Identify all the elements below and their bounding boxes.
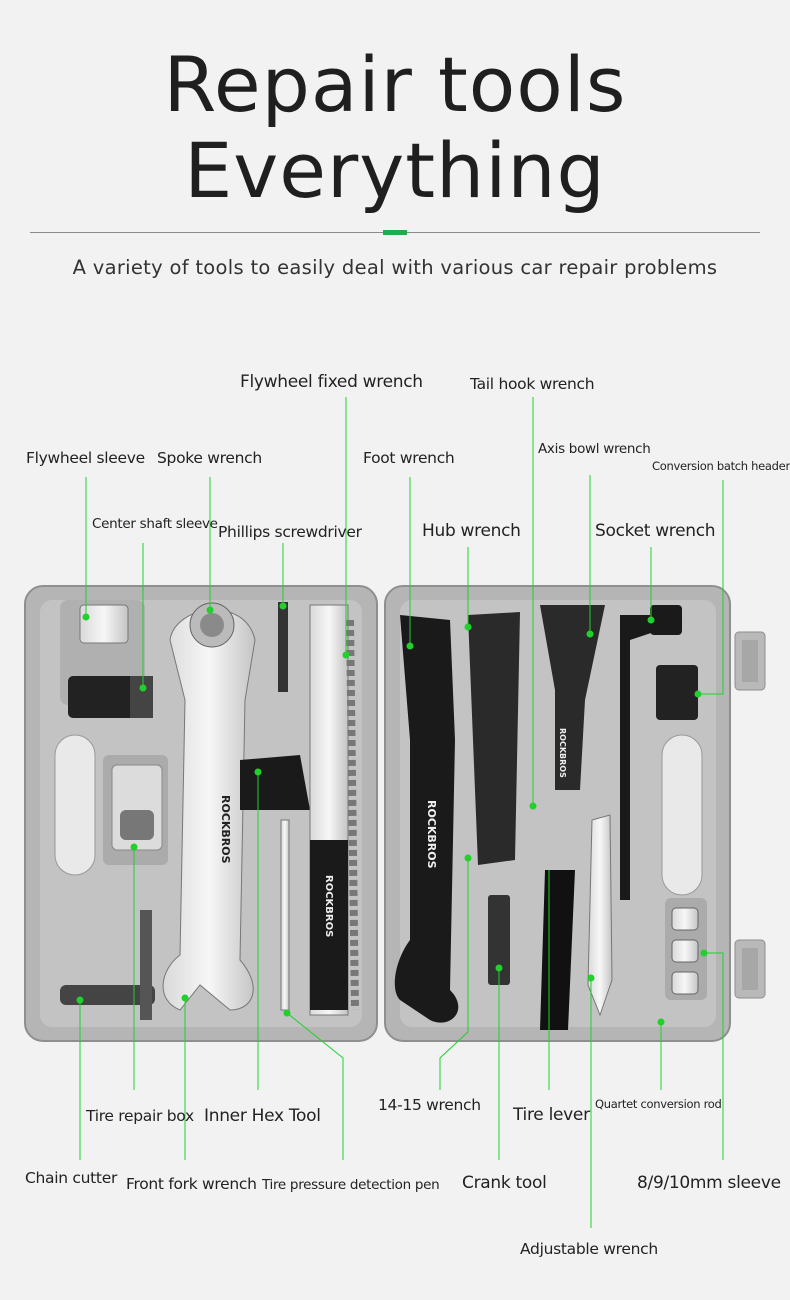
label-chain-cutter: Chain cutter: [25, 1169, 118, 1187]
case-handle-bottom: [734, 939, 766, 999]
label-conversion-batch-header: Conversion batch header: [652, 459, 790, 473]
pressure-pen-tool: [280, 819, 290, 1011]
label-phillips-screwdriver: Phillips screwdriver: [218, 523, 362, 541]
label-foot-wrench: Foot wrench: [363, 449, 455, 467]
chain-cutter-tool: [60, 910, 155, 1020]
big-spanner-tool: ROCKBROS: [162, 602, 256, 1011]
subtitle: A variety of tools to easily deal with v…: [72, 256, 718, 279]
conversion-bits-tool: [656, 665, 698, 720]
case-handle-top: [734, 631, 766, 691]
label-crank-tool: Crank tool: [462, 1173, 547, 1193]
brand-mark-2: ROCKBROS: [323, 875, 334, 937]
label-center-shaft-sleeve: Center shaft sleeve: [92, 516, 218, 532]
sleeves-tool: [671, 907, 699, 995]
pointer-dots: [76, 602, 708, 1026]
label-tire-repair-box: Tire repair box: [86, 1107, 194, 1125]
socket-wrench-tool: [620, 605, 682, 900]
hub-wrench-tool: [468, 612, 520, 865]
center-shaft-sleeve-tool: [68, 676, 153, 718]
axis-bowl-wrench-tool: ROCKBROS: [540, 605, 605, 790]
label-axis-bowl-wrench: Axis bowl wrench: [538, 441, 651, 457]
page-title-line1: Repair tools: [163, 40, 627, 129]
label-adjustable-wrench: Adjustable wrench: [520, 1240, 658, 1258]
flywheel-sleeve-tool: [79, 604, 129, 644]
page-title-line2: Everything: [184, 126, 606, 215]
label-8-9-10mm-sleeve: 8/9/10mm sleeve: [637, 1173, 781, 1193]
label-tire-pressure-detection-pen: Tire pressure detection pen: [262, 1177, 440, 1193]
label-tail-hook-wrench: Tail hook wrench: [470, 375, 595, 393]
label-tire-lever: Tire lever: [513, 1105, 590, 1125]
label-spoke-wrench: Spoke wrench: [157, 449, 262, 467]
tire-repair-box-tool: [111, 764, 163, 851]
label-inner-hex-tool: Inner Hex Tool: [204, 1106, 321, 1126]
pointer-lines: [79, 397, 724, 1228]
hex-keys-tool: [240, 755, 310, 810]
label-socket-wrench: Socket wrench: [595, 521, 716, 541]
chain-whip-tool: ROCKBROS: [309, 604, 359, 1016]
adjustable-wrench-tool: [587, 814, 613, 1017]
label-flywheel-fixed-wrench: Flywheel fixed wrench: [240, 372, 423, 392]
foot-wrench-tool: ROCKBROS: [394, 615, 459, 1023]
label-quartet-conversion-rod: Quartet conversion rod: [595, 1097, 722, 1111]
label-hub-wrench: Hub wrench: [422, 521, 521, 541]
label-front-fork-wrench: Front fork wrench: [126, 1175, 257, 1193]
label-14-15-wrench: 14-15 wrench: [378, 1096, 481, 1114]
brand-mark-4: ROCKBROS: [558, 728, 567, 778]
brand-mark-1: ROCKBROS: [219, 795, 232, 864]
crank-tool: [488, 895, 510, 985]
screwdriver-tool: [278, 602, 288, 692]
label-flywheel-sleeve: Flywheel sleeve: [26, 449, 145, 467]
divider-accent: [383, 230, 407, 235]
brand-mark-3: ROCKBROS: [425, 800, 438, 869]
